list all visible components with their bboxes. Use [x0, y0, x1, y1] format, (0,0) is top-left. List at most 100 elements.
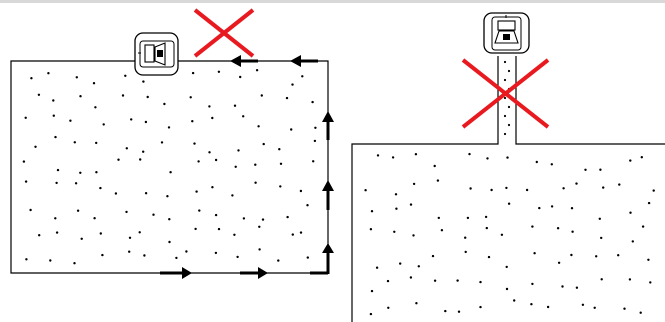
lawn-dot: [438, 217, 440, 219]
lawn-dot: [434, 280, 436, 282]
lawn-dot: [456, 279, 458, 281]
lawn-dot: [377, 154, 379, 156]
lawn-dot: [392, 156, 394, 158]
left-lawn-dots: [23, 69, 317, 264]
lawn-dot: [458, 311, 460, 313]
lawn-dot: [467, 217, 469, 219]
lawn-dot: [501, 234, 503, 236]
lawn-dot: [562, 187, 564, 189]
lawn-dot: [551, 205, 553, 207]
lawn-dot: [192, 72, 194, 74]
lawn-dot: [143, 254, 145, 256]
lawn-dot: [599, 218, 601, 220]
lawn-dot: [49, 259, 51, 261]
lawn-dot: [617, 254, 619, 256]
lawn-dot: [504, 97, 506, 99]
robot-mower-icon: [135, 33, 178, 75]
lawn-dot: [485, 216, 487, 218]
arrow-right-icon: [160, 267, 192, 279]
lawn-dot: [263, 143, 265, 145]
lawn-dot: [190, 96, 192, 98]
lawn-dot: [101, 254, 103, 256]
lawn-dot: [415, 153, 417, 155]
lawn-dot: [300, 231, 302, 233]
lawn-dot: [300, 190, 302, 192]
lawn-dot: [69, 120, 71, 122]
lawn-dot: [175, 257, 177, 259]
lawn-dot: [479, 306, 481, 308]
lawn-dot: [647, 259, 649, 261]
lawn-dot: [38, 94, 40, 96]
lawn-dot: [152, 214, 154, 216]
lawn-dot: [571, 207, 573, 209]
lawn-dot: [469, 187, 471, 189]
lawn-dot: [312, 160, 314, 162]
lawn-dot: [314, 140, 316, 142]
lawn-dot: [570, 254, 572, 256]
lawn-dot: [218, 228, 220, 230]
lawn-dot: [399, 262, 401, 264]
lawn-dot: [218, 71, 220, 73]
lawn-dot: [371, 210, 373, 212]
lawn-dot: [25, 117, 27, 119]
lawn-dot: [306, 204, 308, 206]
lawn-dot: [34, 146, 36, 148]
lawn-dot: [30, 77, 32, 79]
lawn-dot: [95, 142, 97, 144]
lawn-dot: [81, 238, 83, 240]
lawn-dot: [444, 310, 446, 312]
lawn-dot: [29, 209, 31, 211]
left-panel: [11, 10, 334, 279]
lawn-dot: [415, 302, 417, 304]
arrow-up-icon: [310, 243, 334, 274]
lawn-dot: [629, 159, 631, 161]
lawn-dot: [432, 255, 434, 257]
lawn-dot: [486, 157, 488, 159]
lawn-dot: [533, 252, 535, 254]
right-panel: [352, 13, 665, 322]
lawn-dot: [311, 101, 313, 103]
lawn-dot: [243, 217, 245, 219]
lawn-dot: [76, 76, 78, 78]
lawn-dot: [54, 217, 56, 219]
lawn-dot: [237, 149, 239, 151]
lawn-dot: [145, 192, 147, 194]
lawn-dot: [640, 312, 642, 314]
lawn-dot: [584, 169, 586, 171]
lawn-dot: [286, 216, 288, 218]
lawn-dot: [508, 124, 510, 126]
lawn-dot: [54, 136, 56, 138]
lawn-dot: [215, 214, 217, 216]
lawn-dot: [231, 194, 233, 196]
lawn-dot: [122, 94, 124, 96]
right-lawn-dots: [364, 153, 655, 315]
lawn-dot: [279, 185, 281, 187]
lawn-dot: [649, 281, 651, 283]
lawn-dot: [601, 278, 603, 280]
lawn-dot: [130, 118, 132, 120]
lawn-dot: [393, 231, 395, 233]
lawn-dot: [142, 80, 144, 82]
lawn-dot: [561, 285, 563, 287]
lawn-dot: [286, 97, 288, 99]
lawn-dot: [198, 209, 200, 211]
lawn-dot: [145, 121, 147, 123]
lawn-dot: [166, 195, 168, 197]
lawn-dot: [508, 106, 510, 108]
lawn-dot: [387, 280, 389, 282]
lawn-dot: [479, 281, 481, 283]
lawn-dot: [79, 172, 81, 174]
lawn-dot: [168, 126, 170, 128]
arrow-up-icon: [322, 180, 334, 210]
lawn-dot: [278, 148, 280, 150]
lawn-dot: [239, 76, 241, 78]
lawn-dot: [254, 182, 256, 184]
lawn-dot: [93, 82, 95, 84]
lawn-dot: [257, 125, 259, 127]
lawn-dot: [292, 233, 294, 235]
lawn-dot: [185, 250, 187, 252]
lawn-dot: [387, 307, 389, 309]
lawn-dot: [124, 75, 126, 77]
lawn-dot: [441, 229, 443, 231]
